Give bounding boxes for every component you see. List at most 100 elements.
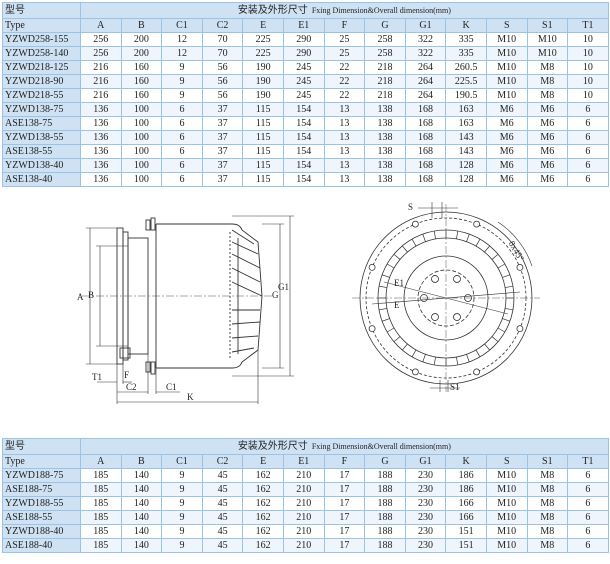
fin-line: [502, 274, 511, 278]
value-cell: 168: [404, 172, 447, 187]
value-cell: 162: [242, 468, 284, 483]
value-cell: 154: [282, 102, 325, 117]
value-cell: 200: [120, 32, 163, 47]
value-cell: 115: [242, 158, 284, 173]
value-cell: 6: [161, 144, 203, 159]
value-cell: 17: [323, 468, 366, 483]
value-cell: 218: [364, 60, 406, 75]
value-cell: 128: [445, 172, 487, 187]
mounting-hole: [473, 220, 481, 228]
value-cell: 6: [567, 468, 609, 483]
value-cell: 188: [364, 468, 406, 483]
value-cell: 6: [161, 102, 203, 117]
value-cell: 100: [120, 158, 163, 173]
column-header: T1: [567, 18, 609, 33]
value-cell: 216: [80, 74, 122, 89]
fin-line: [456, 230, 459, 239]
value-cell: 160: [120, 60, 163, 75]
value-cell: 256: [80, 46, 122, 61]
value-cell: M10: [485, 74, 528, 89]
value-cell: 245: [282, 88, 325, 103]
label-holes: 8x45°: [507, 239, 527, 263]
fin-line: [411, 349, 417, 358]
fin-line: [378, 285, 387, 288]
fin-line: [497, 263, 506, 269]
label-C2: C2: [126, 382, 137, 392]
column-header: A: [80, 454, 122, 469]
value-cell: 45: [201, 524, 244, 539]
value-cell: 188: [364, 510, 406, 525]
fin-line: [475, 349, 481, 358]
value-cell: 17: [323, 538, 366, 553]
table-title-cn: 安装及外形尺寸: [237, 5, 308, 16]
value-cell: M10: [485, 32, 528, 47]
value-cell: M10: [485, 524, 528, 539]
value-cell: 115: [242, 130, 284, 145]
value-cell: 185: [80, 468, 122, 483]
table-title-en: Fxing Dimension&Overall dimension(mm): [311, 442, 451, 451]
value-cell: 22: [323, 74, 366, 89]
mounting-hole: [368, 325, 376, 333]
value-cell: 230: [404, 510, 447, 525]
value-cell: 128: [445, 158, 487, 173]
model-cell: ASE188-55: [2, 510, 81, 525]
value-cell: 290: [282, 46, 325, 61]
value-cell: 6: [161, 116, 203, 131]
value-cell: 25: [323, 32, 366, 47]
value-cell: 100: [120, 116, 163, 131]
value-cell: 6: [567, 130, 609, 145]
value-cell: 56: [201, 74, 244, 89]
value-cell: 70: [201, 46, 244, 61]
value-cell: 9: [161, 496, 203, 511]
type-header-cn: 型号: [2, 2, 81, 19]
value-cell: 13: [323, 144, 366, 159]
value-cell: 100: [120, 130, 163, 145]
value-cell: 168: [404, 102, 447, 117]
value-cell: 154: [282, 130, 325, 145]
value-cell: 162: [242, 524, 284, 539]
column-header: K: [445, 454, 487, 469]
value-cell: M10: [485, 60, 528, 75]
model-cell: ASE138-40: [2, 172, 81, 187]
value-cell: 143: [445, 144, 487, 159]
value-cell: 264: [404, 74, 447, 89]
value-cell: 22: [323, 60, 366, 75]
value-cell: 136: [80, 130, 122, 145]
value-cell: M6: [526, 172, 569, 187]
value-cell: 260.5: [445, 60, 487, 75]
value-cell: M10: [485, 538, 528, 553]
value-cell: 6: [567, 524, 609, 539]
type-header-en: Type: [2, 18, 81, 33]
column-header: S1: [526, 18, 569, 33]
value-cell: 188: [364, 496, 406, 511]
model-cell: YZWD188-40: [2, 524, 81, 539]
value-cell: 335: [445, 32, 487, 47]
value-cell: 10: [567, 74, 609, 89]
value-cell: 9: [161, 74, 203, 89]
value-cell: M10: [485, 496, 528, 511]
value-cell: 210: [282, 468, 325, 483]
value-cell: 264: [404, 88, 447, 103]
inner-hole: [431, 275, 439, 283]
inner-hole: [453, 313, 461, 321]
value-cell: 56: [201, 60, 244, 75]
inner-hole: [453, 275, 461, 283]
value-cell: 140: [120, 468, 163, 483]
fin-line: [422, 354, 426, 363]
value-cell: 154: [282, 158, 325, 173]
value-cell: 138: [364, 172, 406, 187]
value-cell: 136: [80, 102, 122, 117]
value-cell: 162: [242, 496, 284, 511]
value-cell: M10: [526, 32, 569, 47]
value-cell: 138: [364, 102, 406, 117]
value-cell: 290: [282, 32, 325, 47]
value-cell: 186: [445, 468, 487, 483]
